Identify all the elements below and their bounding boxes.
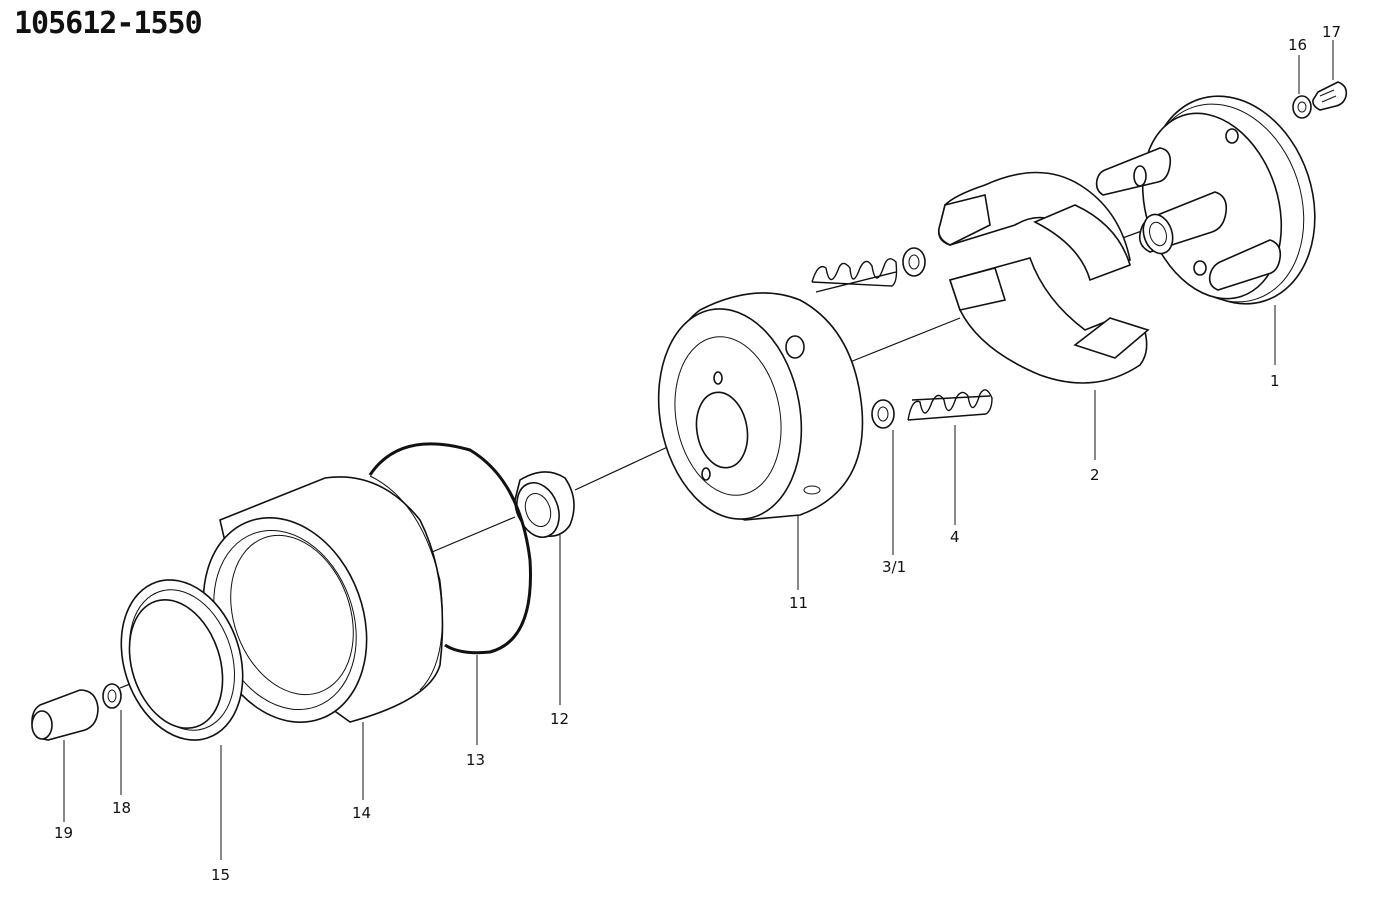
part-3-1-washers bbox=[871, 247, 926, 555]
label-16: 16 bbox=[1288, 36, 1307, 54]
label-12: 12 bbox=[550, 710, 569, 728]
label-19: 19 bbox=[54, 824, 73, 842]
part-13-o-ring bbox=[368, 442, 532, 745]
label-1: 1 bbox=[1270, 372, 1280, 390]
part-4-springs bbox=[811, 258, 993, 525]
label-15: 15 bbox=[211, 866, 230, 884]
part-1-cover-plate bbox=[1095, 95, 1316, 365]
label-13: 13 bbox=[466, 751, 485, 769]
diagram-title: 105612-1550 bbox=[14, 6, 203, 41]
label-2: 2 bbox=[1090, 466, 1100, 484]
part-2-flyweights bbox=[937, 171, 1150, 460]
label-14: 14 bbox=[352, 804, 371, 822]
part-18-washer bbox=[102, 683, 122, 795]
part-15-seal-ring bbox=[120, 579, 244, 860]
part-11-governor-housing bbox=[657, 292, 864, 590]
label-18: 18 bbox=[112, 799, 131, 817]
label-3-1: 3/1 bbox=[882, 558, 906, 576]
part-14-sleeve bbox=[202, 475, 444, 800]
part-16-17-washer-screw bbox=[1292, 40, 1348, 119]
part-12-oil-seal bbox=[514, 471, 575, 705]
part-19-plug bbox=[31, 689, 99, 822]
part-labels: 1 2 3/1 4 11 12 13 14 15 16 17 18 19 bbox=[54, 23, 1341, 884]
label-11: 11 bbox=[789, 594, 808, 612]
label-4: 4 bbox=[950, 528, 960, 546]
label-17: 17 bbox=[1322, 23, 1341, 41]
